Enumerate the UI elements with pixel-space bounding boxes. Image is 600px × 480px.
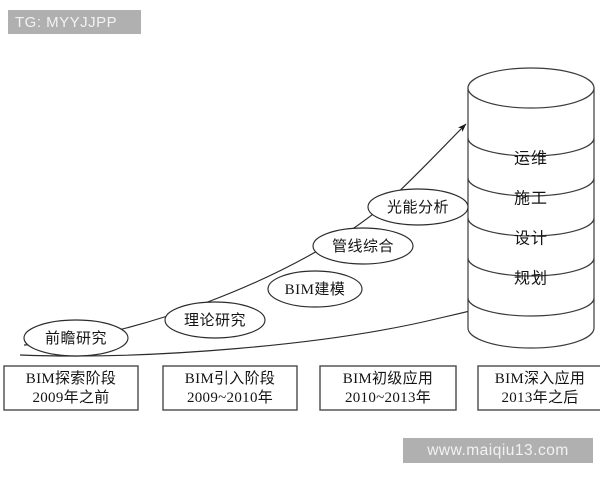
watermark-url-badge: www.maiqiu13.com bbox=[403, 438, 593, 463]
milestone-label-3: 管线综合 bbox=[332, 238, 394, 255]
cylinder-top-ellipse bbox=[467, 67, 595, 109]
milestone-label-0: 前瞻研究 bbox=[45, 330, 107, 347]
phase-box-3: BIM深入应用 2013年之后 bbox=[477, 365, 600, 411]
milestone-4: 光能分析 bbox=[367, 188, 469, 226]
phase-box-rect-0 bbox=[3, 365, 139, 411]
phase-box-rect-1 bbox=[162, 365, 298, 411]
milestone-label-4: 光能分析 bbox=[387, 199, 449, 216]
cylinder-segment-label-3: 规划 bbox=[514, 270, 548, 288]
phase-box-line2-3: 2013年之后 bbox=[501, 389, 578, 406]
phase-box-line1-2: BIM初级应用 bbox=[343, 369, 433, 387]
milestone-1: 理论研究 bbox=[164, 301, 266, 339]
cylinder-segment-label-0: 运维 bbox=[514, 150, 548, 168]
cylinder-segment-label-1: 施工 bbox=[514, 190, 548, 208]
cylinder-divider-2 bbox=[467, 177, 595, 197]
phase-box-2: BIM初级应用 2010~2013年 bbox=[319, 365, 457, 411]
phase-box-rect-2 bbox=[319, 365, 457, 411]
cylinder-body bbox=[467, 87, 595, 349]
milestone-ellipse-2 bbox=[267, 270, 363, 308]
phase-box-line2-0: 2009年之前 bbox=[32, 389, 109, 406]
cylinder-divider-1 bbox=[467, 137, 595, 157]
phase-box-line2-2: 2010~2013年 bbox=[345, 389, 431, 406]
milestone-ellipse-0 bbox=[23, 319, 129, 357]
cylinder-divider-3 bbox=[467, 217, 595, 237]
milestone-ellipse-4 bbox=[367, 188, 469, 226]
milestone-3: 管线综合 bbox=[312, 227, 414, 265]
bim-application-cylinder: 运维 施工 设计 规划 bbox=[467, 67, 595, 349]
phase-box-rect-3 bbox=[477, 365, 600, 411]
milestone-ellipse-3 bbox=[312, 227, 414, 265]
cylinder-segment-label-2: 设计 bbox=[514, 230, 548, 248]
phase-box-line1-3: BIM深入应用 bbox=[495, 369, 585, 387]
milestone-0: 前瞻研究 bbox=[23, 319, 129, 357]
phase-box-line2-1: 2009~2010年 bbox=[187, 389, 273, 406]
milestone-label-2: BIM建模 bbox=[285, 281, 346, 298]
milestone-ellipse-1 bbox=[164, 301, 266, 339]
cylinder-divider-4 bbox=[467, 257, 595, 277]
phase-box-1: BIM引入阶段 2009~2010年 bbox=[162, 365, 298, 411]
milestone-label-1: 理论研究 bbox=[184, 312, 246, 329]
watermark-tag-badge: TG: MYYJJPP bbox=[8, 10, 141, 34]
phase-box-0: BIM探索阶段 2009年之前 bbox=[3, 365, 139, 411]
phase-box-line1-1: BIM引入阶段 bbox=[185, 370, 275, 387]
milestone-2: BIM建模 bbox=[267, 270, 363, 308]
phase-box-line1-0: BIM探索阶段 bbox=[26, 370, 116, 387]
cylinder-divider-5 bbox=[467, 297, 595, 317]
